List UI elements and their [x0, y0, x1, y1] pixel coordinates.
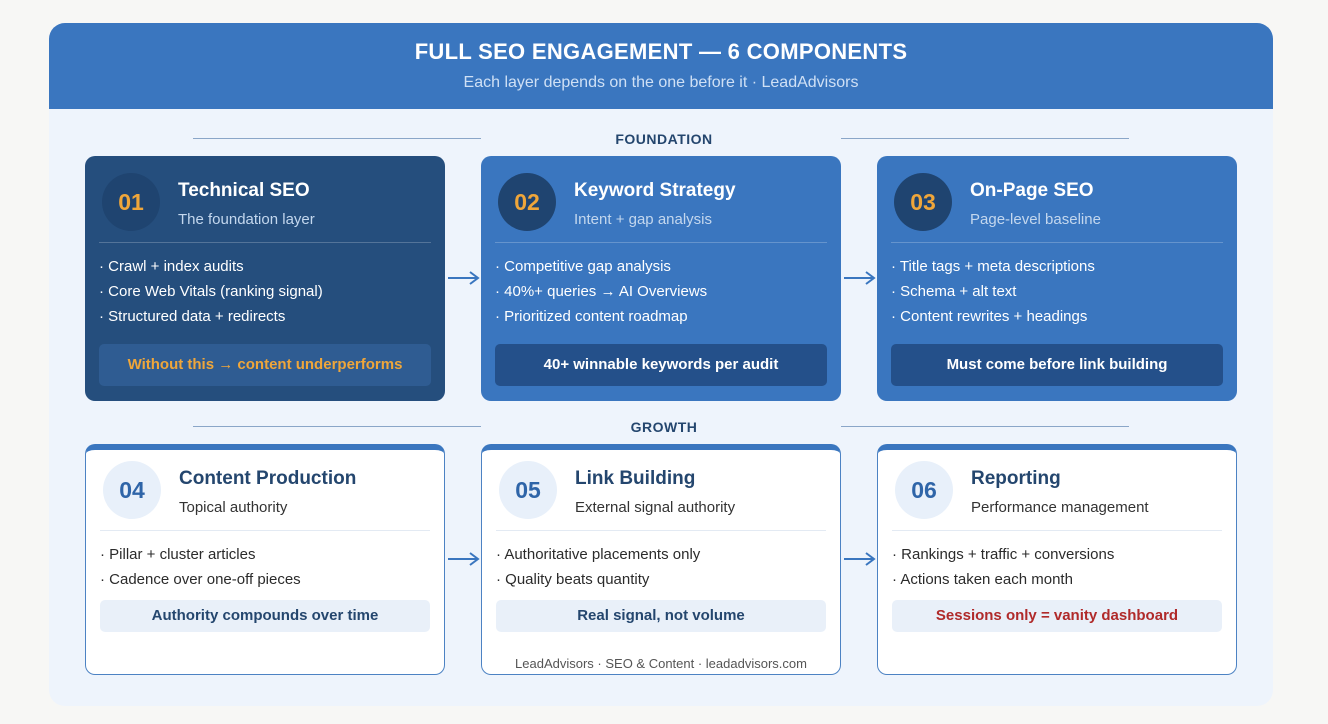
list-item: · Crawl + index audits	[99, 258, 244, 275]
card-divider	[99, 242, 431, 243]
list-item: · Cadence over one-off pieces	[100, 571, 301, 588]
arrow-right-icon	[448, 271, 480, 285]
section-rule-right	[841, 426, 1129, 427]
bullet-list: · Title tags + meta descriptions · Schem…	[891, 254, 1095, 329]
list-item: · Pillar + cluster articles	[100, 546, 256, 563]
card-technical-seo: 01 Technical SEO The foundation layer · …	[85, 156, 445, 401]
section-rule-right	[841, 138, 1129, 139]
list-item: · Authoritative placements only	[496, 546, 701, 563]
page-subtitle: Each layer depends on the one before it …	[463, 74, 859, 91]
list-item: · Prioritized content roadmap	[495, 308, 688, 325]
card-reporting: 06 Reporting Performance management · Ra…	[877, 444, 1237, 675]
step-number: 05	[499, 461, 557, 519]
list-item: · Actions taken each month	[892, 571, 1073, 588]
step-number: 02	[498, 173, 556, 231]
bullet-list: · Rankings + traffic + conversions · Act…	[892, 542, 1114, 592]
card-link-building: 05 Link Building External signal authori…	[481, 444, 841, 675]
card-subtitle: Intent + gap analysis	[574, 211, 713, 228]
card-title: Reporting	[971, 468, 1061, 489]
section-label-growth: GROWTH	[630, 419, 698, 435]
card-title: Content Production	[179, 468, 357, 489]
step-number: 04	[103, 461, 161, 519]
card-divider	[892, 530, 1222, 531]
bullet-list: · Competitive gap analysis · 40%+ querie…	[495, 254, 707, 329]
step-number: 06	[895, 461, 953, 519]
list-item: · Core Web Vitals (ranking signal)	[99, 283, 323, 300]
list-item: · Content rewrites + headings	[891, 308, 1088, 325]
card-subtitle: Topical authority	[179, 499, 288, 516]
arrow-right-icon	[448, 552, 480, 566]
list-item: · Quality beats quantity	[496, 571, 650, 588]
list-item: · Title tags + meta descriptions	[891, 258, 1095, 275]
bullet-list: · Crawl + index audits · Core Web Vitals…	[99, 254, 323, 329]
section-label-foundation: FOUNDATION	[615, 131, 713, 147]
section-rule-left	[193, 138, 481, 139]
card-title: On-Page SEO	[970, 180, 1094, 201]
card-subtitle: Performance management	[971, 499, 1149, 516]
card-callout: Sessions only = vanity dashboard	[892, 600, 1222, 632]
arrow-right-icon	[844, 271, 876, 285]
card-subtitle: External signal authority	[575, 499, 736, 516]
card-title: Link Building	[575, 468, 696, 489]
header-banner: FULL SEO ENGAGEMENT — 6 COMPONENTS Each …	[49, 23, 1273, 109]
card-title: Technical SEO	[178, 180, 310, 201]
card-callout: Must come before link building	[891, 344, 1223, 386]
section-rule-left	[193, 426, 481, 427]
card-title: Keyword Strategy	[574, 180, 736, 201]
list-item: · Rankings + traffic + conversions	[892, 546, 1115, 563]
step-number: 01	[102, 173, 160, 231]
list-item: · Schema + alt text	[891, 283, 1017, 300]
card-callout: 40+ winnable keywords per audit	[495, 344, 827, 386]
card-divider	[495, 242, 827, 243]
page-title: FULL SEO ENGAGEMENT — 6 COMPONENTS	[414, 39, 908, 64]
card-subtitle: The foundation layer	[178, 211, 315, 228]
card-callout: Real signal, not volume	[496, 600, 826, 632]
card-divider	[496, 530, 826, 531]
card-divider	[891, 242, 1223, 243]
card-content-production: 04 Content Production Topical authority …	[85, 444, 445, 675]
card-subtitle: Page-level baseline	[970, 211, 1101, 228]
card-divider	[100, 530, 430, 531]
list-item: · Structured data + redirects	[99, 308, 286, 325]
card-keyword-strategy: 02 Keyword Strategy Intent + gap analysi…	[481, 156, 841, 401]
bullet-list: · Pillar + cluster articles · Cadence ov…	[100, 542, 301, 592]
step-number: 03	[894, 173, 952, 231]
list-item: · 40%+ queries → AI Overviews	[495, 283, 708, 300]
list-item: · Competitive gap analysis	[495, 258, 671, 275]
card-callout: Authority compounds over time	[100, 600, 430, 632]
bullet-list: · Authoritative placements only · Qualit…	[496, 542, 700, 592]
card-callout: Without this → content underperforms	[99, 344, 431, 386]
card-on-page-seo: 03 On-Page SEO Page-level baseline · Tit…	[877, 156, 1237, 401]
footer-credit: LeadAdvisors · SEO & Content · leadadvis…	[515, 656, 807, 671]
arrow-right-icon	[844, 552, 876, 566]
